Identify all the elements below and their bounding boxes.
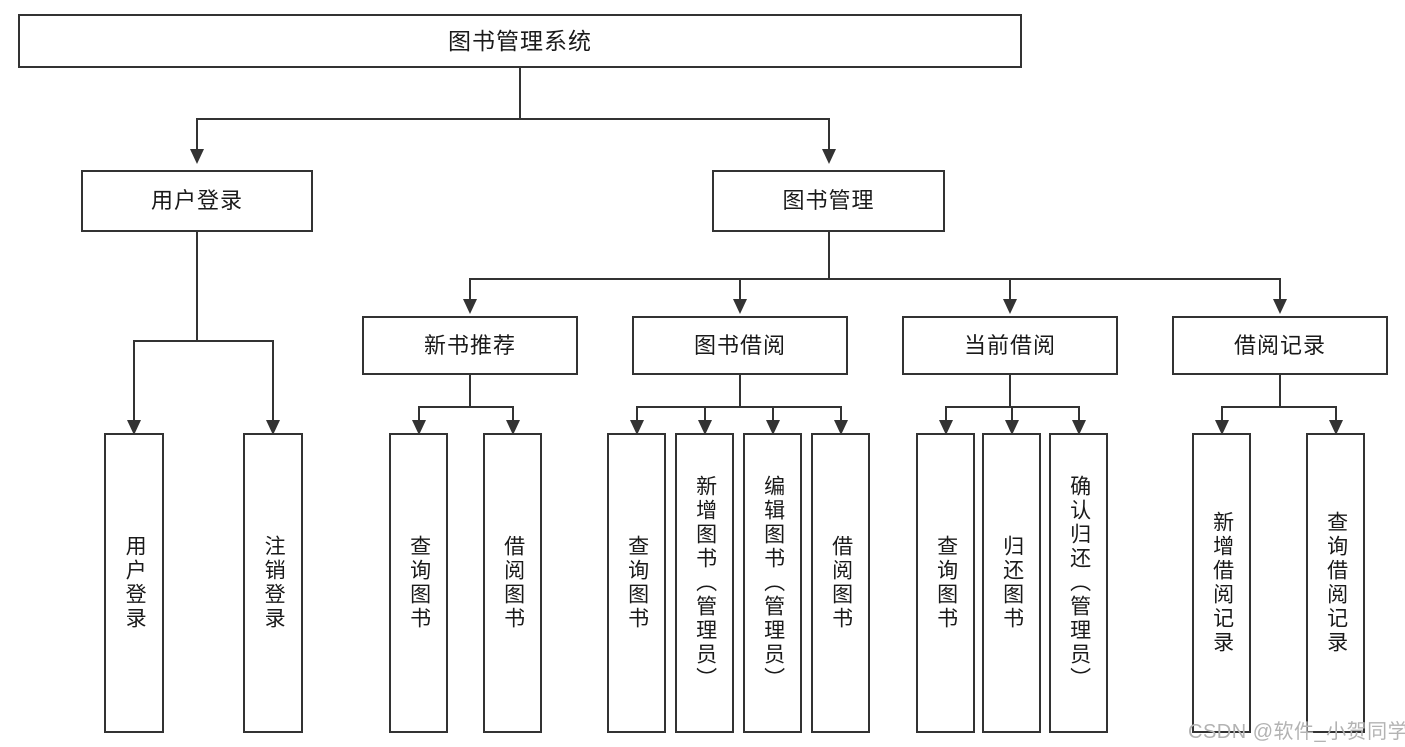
node-label: 用户登录 — [150, 188, 243, 214]
node-label: 图书管理系统 — [448, 27, 592, 54]
node-label: 当前借阅 — [963, 332, 1056, 358]
node-label: 借阅图书 — [829, 535, 853, 631]
arrowhead-down-icon — [630, 420, 644, 435]
leaf-new-book-borrow[interactable]: 借阅图书 — [483, 433, 542, 733]
arrowhead-down-icon — [1273, 299, 1287, 314]
leaf-current-borrow-return[interactable]: 归还图书 — [982, 433, 1041, 733]
connector-user-login-to-leaf-2 — [272, 340, 274, 422]
connector-cb-to-leaf-3 — [1078, 406, 1080, 422]
connector-new-book-stem — [469, 375, 471, 406]
node-label: 用户登录 — [123, 535, 147, 631]
connector-bm-to-current-borrow — [1009, 278, 1011, 301]
leaf-book-borrow-borrow[interactable]: 借阅图书 — [811, 433, 870, 733]
node-label: 借阅记录 — [1233, 332, 1326, 358]
arrowhead-down-icon — [1329, 420, 1343, 435]
connector-current-borrow-stem — [1009, 375, 1011, 406]
arrowhead-down-icon — [463, 299, 477, 314]
connector-bm-to-borrow-record — [1279, 278, 1281, 301]
connector-book-management-stem — [828, 232, 830, 278]
node-label: 归还图书 — [1000, 535, 1024, 631]
connector-borrow-record-bar — [1221, 406, 1335, 408]
node-book-borrow[interactable]: 图书借阅 — [632, 316, 848, 375]
arrowhead-down-icon — [127, 420, 141, 435]
node-label: 查询图书 — [934, 535, 958, 631]
connector-user-login-to-leaf-1 — [133, 340, 135, 422]
arrowhead-down-icon — [1005, 420, 1019, 435]
arrowhead-down-icon — [733, 299, 747, 314]
arrowhead-down-icon — [1072, 420, 1086, 435]
connector-root-to-user-login — [196, 118, 198, 151]
connector-br-to-leaf-1 — [1221, 406, 1223, 422]
node-borrow-record[interactable]: 借阅记录 — [1172, 316, 1388, 375]
leaf-borrow-record-query[interactable]: 查询借阅记录 — [1306, 433, 1365, 733]
node-label: 查询借阅记录 — [1324, 511, 1348, 655]
connector-new-book-bar — [418, 406, 514, 408]
connector-book-borrow-bar — [636, 406, 841, 408]
node-label: 新增图书（管理员） — [693, 475, 717, 691]
leaf-book-borrow-add[interactable]: 新增图书（管理员） — [675, 433, 734, 733]
leaf-book-borrow-edit[interactable]: 编辑图书（管理员） — [743, 433, 802, 733]
connector-cb-to-leaf-2 — [1011, 406, 1013, 422]
connector-br-to-leaf-2 — [1335, 406, 1337, 422]
node-label: 新增借阅记录 — [1210, 511, 1234, 655]
node-root-system[interactable]: 图书管理系统 — [18, 14, 1022, 68]
arrowhead-down-icon — [939, 420, 953, 435]
connector-root-to-book-manage — [828, 118, 830, 151]
leaf-current-borrow-query[interactable]: 查询图书 — [916, 433, 975, 733]
connector-root-stem — [519, 68, 521, 118]
arrowhead-down-icon — [698, 420, 712, 435]
arrowhead-down-icon — [266, 420, 280, 435]
connector-nb-to-leaf-1 — [418, 406, 420, 422]
leaf-user-login-login[interactable]: 用户登录 — [104, 433, 164, 733]
arrowhead-down-icon — [506, 420, 520, 435]
connector-bb-to-leaf-4 — [840, 406, 842, 422]
leaf-current-borrow-confirm-return[interactable]: 确认归还（管理员） — [1049, 433, 1108, 733]
arrowhead-down-icon — [1003, 299, 1017, 314]
arrowhead-down-icon — [834, 420, 848, 435]
arrowhead-down-icon — [1215, 420, 1229, 435]
leaf-user-login-logout[interactable]: 注销登录 — [243, 433, 303, 733]
arrowhead-down-icon — [822, 149, 836, 164]
leaf-book-borrow-query[interactable]: 查询图书 — [607, 433, 666, 733]
node-label: 查询图书 — [407, 535, 431, 631]
connector-bm-to-book-borrow — [739, 278, 741, 301]
connector-bm-to-new-book — [469, 278, 471, 301]
node-label: 查询图书 — [625, 535, 649, 631]
arrowhead-down-icon — [412, 420, 426, 435]
node-label: 确认归还（管理员） — [1067, 475, 1091, 691]
connector-cb-to-leaf-1 — [945, 406, 947, 422]
connector-user-login-stem — [196, 232, 198, 340]
node-label: 借阅图书 — [501, 535, 525, 631]
node-label: 编辑图书（管理员） — [761, 475, 785, 691]
node-label: 新书推荐 — [423, 332, 516, 358]
leaf-borrow-record-add[interactable]: 新增借阅记录 — [1192, 433, 1251, 733]
node-current-borrow[interactable]: 当前借阅 — [902, 316, 1118, 375]
node-label: 图书管理 — [782, 188, 875, 214]
connector-bb-to-leaf-3 — [772, 406, 774, 422]
node-label: 图书借阅 — [693, 332, 786, 358]
node-label: 注销登录 — [262, 535, 286, 631]
connector-bb-to-leaf-1 — [636, 406, 638, 422]
node-new-book-recommend[interactable]: 新书推荐 — [362, 316, 578, 375]
node-book-management[interactable]: 图书管理 — [712, 170, 945, 232]
connector-nb-to-leaf-2 — [512, 406, 514, 422]
connector-root-bar — [196, 118, 830, 120]
arrowhead-down-icon — [766, 420, 780, 435]
connector-user-login-bar — [133, 340, 273, 342]
connector-book-management-bar — [469, 278, 1281, 280]
leaf-new-book-query[interactable]: 查询图书 — [389, 433, 448, 733]
connector-borrow-record-stem — [1279, 375, 1281, 406]
connector-book-borrow-stem — [739, 375, 741, 406]
connector-bb-to-leaf-2 — [704, 406, 706, 422]
arrowhead-down-icon — [190, 149, 204, 164]
node-user-login[interactable]: 用户登录 — [81, 170, 313, 232]
